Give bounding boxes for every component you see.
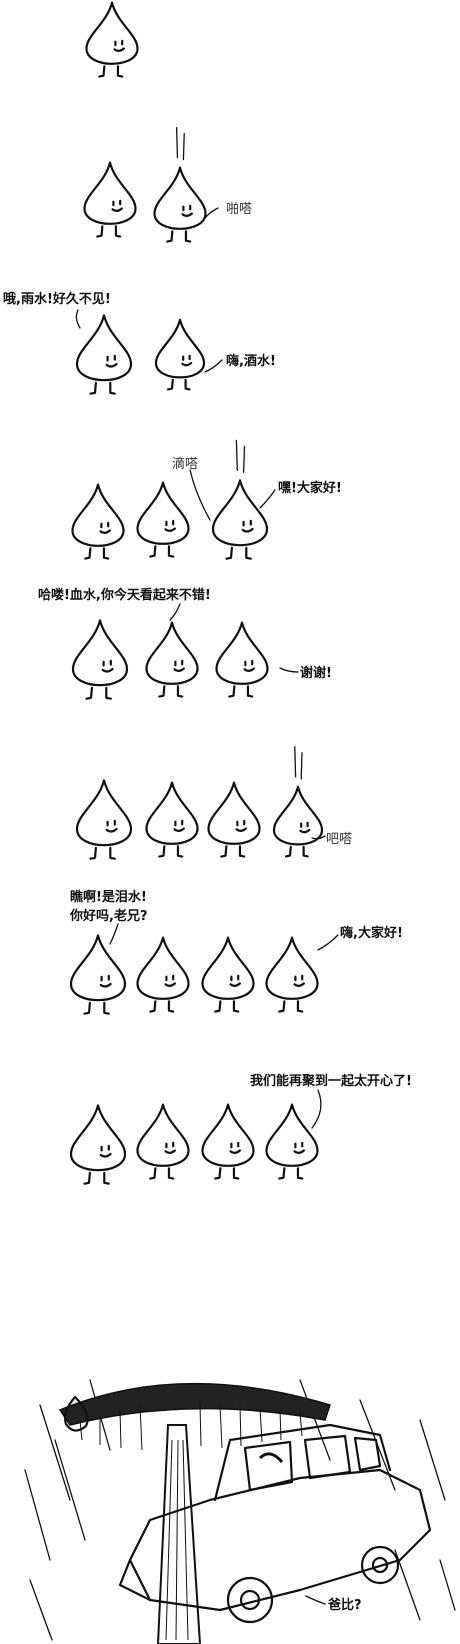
water-drop-character [207, 781, 261, 858]
speech-tail [204, 207, 219, 219]
water-drop-character [201, 1103, 255, 1180]
tree-trunk [156, 1424, 202, 1644]
speech-how-are-you: 你好吗,老兄? [70, 909, 148, 924]
speech-daddy: 爸比? [328, 1598, 362, 1613]
water-drop-character [201, 936, 255, 1013]
speech-tail [169, 603, 181, 621]
water-drop-character [75, 314, 133, 395]
sfx-bada: 吧嗒 [326, 832, 353, 847]
water-drop-character [265, 1103, 319, 1180]
speech-look-tears: 瞧啊!是泪水! [70, 890, 147, 905]
water-drop-character [75, 779, 133, 860]
speech-rain-greeting: 哦,雨水!好久不见! [3, 292, 111, 307]
speech-blood-hello: 嘿!大家好! [278, 481, 342, 496]
speech-tail [259, 489, 276, 509]
water-drop-character [71, 619, 129, 700]
water-drop-character [215, 621, 269, 698]
speech-thanks: 谢谢! [300, 666, 332, 681]
tree-canopy [58, 1382, 331, 1426]
speech-reunion: 我们能再聚到一起太开心了! [250, 1074, 412, 1089]
water-drop-character [85, 1, 139, 78]
water-drop-character [145, 621, 199, 698]
speech-tail [75, 309, 81, 329]
speech-tail [204, 359, 223, 373]
water-drop-character [265, 936, 319, 1013]
water-drop-character [211, 439, 269, 560]
water-drop-character [272, 746, 324, 858]
speech-tail [109, 923, 119, 945]
speech-tail [305, 1595, 326, 1605]
sfx-pata: 啪嗒 [226, 202, 253, 217]
speech-tears-reply: 嗨,大家好! [340, 926, 403, 941]
crashed-car [118, 1423, 432, 1624]
speech-liquor-reply: 嗨,酒水! [226, 354, 276, 369]
speech-tail [189, 469, 211, 521]
water-drop-character [136, 1103, 190, 1180]
speech-tail [311, 835, 326, 840]
water-drop-character [145, 781, 199, 858]
speech-hello-blood: 哈喽!血水,你今天看起来不错! [38, 588, 211, 603]
water-drop-character [136, 481, 190, 558]
speech-tail [317, 934, 339, 951]
car-crash-scene [24, 1379, 456, 1644]
water-drop-character [83, 161, 137, 238]
water-drop-character [69, 1104, 127, 1185]
water-drop-character [154, 318, 206, 391]
speech-tail [279, 667, 299, 673]
water-drop-character [71, 483, 125, 560]
water-drop-character [69, 934, 127, 1015]
speech-tail [311, 1089, 322, 1129]
sfx-dida: 滴嗒 [172, 457, 199, 472]
water-drop-character [153, 126, 207, 243]
water-drop-character [136, 936, 190, 1013]
